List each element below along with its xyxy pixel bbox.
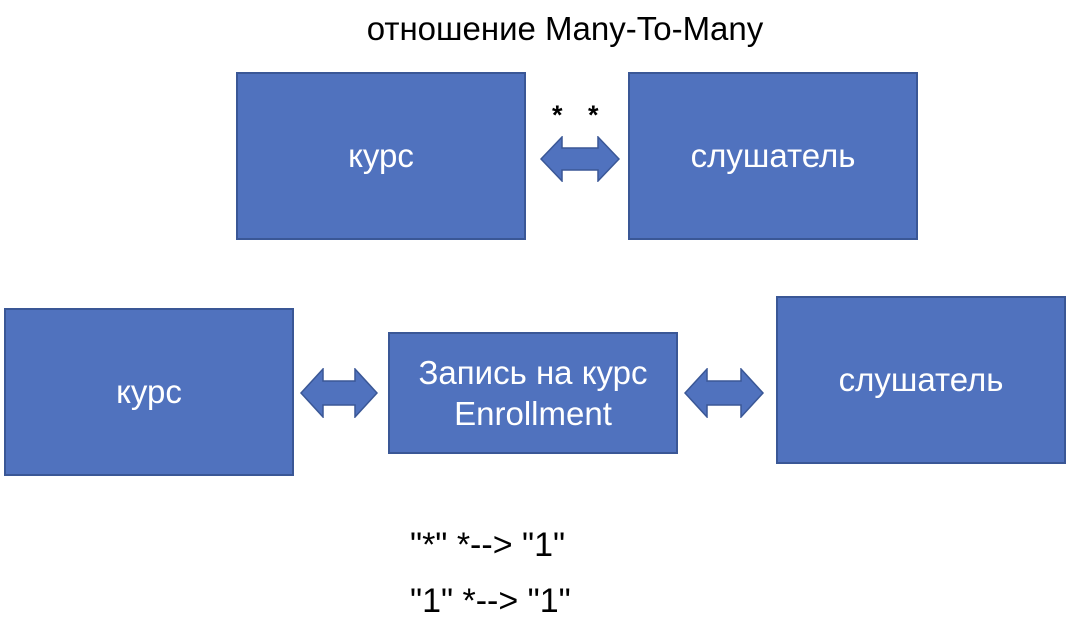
rule-line: "1" *--> "1"	[410, 582, 571, 620]
rule-line: "*" *--> "1"	[410, 526, 566, 564]
course-box-top: курс	[236, 72, 526, 240]
left-multiplicity: *	[552, 100, 563, 130]
student-box-bottom-label: слушатель	[838, 361, 1004, 399]
course-box-top-label: курс	[348, 137, 414, 175]
course-box-bottom-label: курс	[116, 373, 182, 411]
double-arrow-icon	[684, 368, 764, 418]
enrollment-box-label-en: Enrollment	[454, 395, 612, 432]
course-box-bottom: курс	[4, 308, 294, 476]
student-box-top-label: слушатель	[690, 137, 856, 175]
right-multiplicity: *	[588, 100, 599, 130]
double-arrow-icon	[300, 368, 378, 418]
diagram-title: отношение Many-To-Many	[366, 10, 764, 47]
student-box-top: слушатель	[628, 72, 918, 240]
enrollment-box: Запись на курс Enrollment	[388, 332, 678, 454]
enrollment-box-label-ru: Запись на курс	[418, 353, 648, 391]
student-box-bottom: слушатель	[776, 296, 1066, 464]
double-arrow-icon	[540, 136, 620, 182]
